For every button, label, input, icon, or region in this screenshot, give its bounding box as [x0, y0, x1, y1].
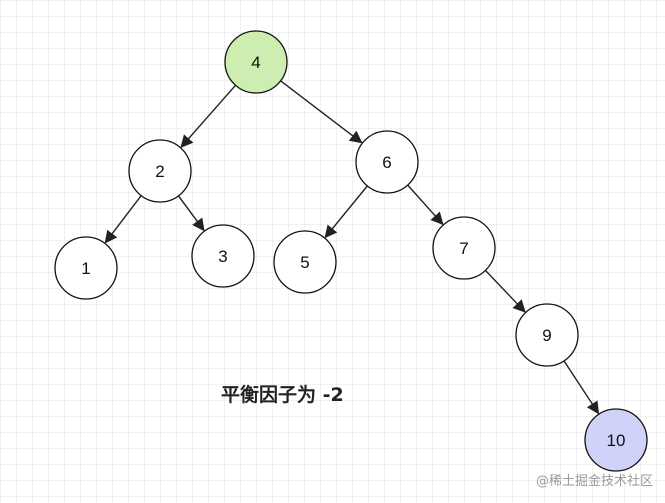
tree-node-1: 1: [54, 236, 118, 300]
node-circle-1: [54, 236, 118, 300]
edge-n9-n10: [563, 360, 600, 415]
edges-layer: [104, 80, 600, 415]
node-label-7: 7: [459, 239, 468, 258]
tree-node-3: 3: [191, 224, 255, 288]
node-label-2: 2: [155, 162, 164, 181]
node-circle-5: [273, 230, 337, 294]
tree-node-9: 9: [515, 303, 579, 367]
node-circle-9: [515, 303, 579, 367]
node-label-3: 3: [218, 247, 227, 266]
edge-n7-n9: [484, 269, 526, 313]
node-circle-6: [355, 130, 419, 194]
tree-node-7: 7: [432, 216, 496, 280]
edge-n4-n2: [180, 84, 237, 148]
tree-node-10: 10: [584, 408, 648, 472]
node-label-5: 5: [300, 253, 309, 272]
node-label-6: 6: [382, 153, 391, 172]
node-label-4: 4: [251, 53, 260, 72]
tree-node-6: 6: [355, 130, 419, 194]
nodes-layer: 4 2 6 1 3 5 7 9 10: [54, 30, 648, 472]
edge-n2-n1: [104, 195, 142, 244]
node-label-10: 10: [607, 431, 626, 450]
tree-node-5: 5: [273, 230, 337, 294]
edge-n4-n6: [280, 80, 363, 144]
node-circle-4: [224, 30, 288, 94]
node-circle-10: [584, 408, 648, 472]
edge-n6-n5: [324, 185, 368, 239]
node-circle-2: [128, 139, 192, 203]
node-circle-7: [432, 216, 496, 280]
balance-factor-caption: 平衡因子为 -2: [221, 384, 344, 406]
node-label-9: 9: [542, 326, 551, 345]
node-label-1: 1: [81, 259, 90, 278]
edge-n6-n7: [407, 184, 444, 226]
tree-node-4: 4: [224, 30, 288, 94]
watermark: @稀土掘金技术社区: [535, 474, 653, 489]
node-circle-3: [191, 224, 255, 288]
tree-node-2: 2: [128, 139, 192, 203]
edge-n2-n3: [177, 195, 205, 232]
